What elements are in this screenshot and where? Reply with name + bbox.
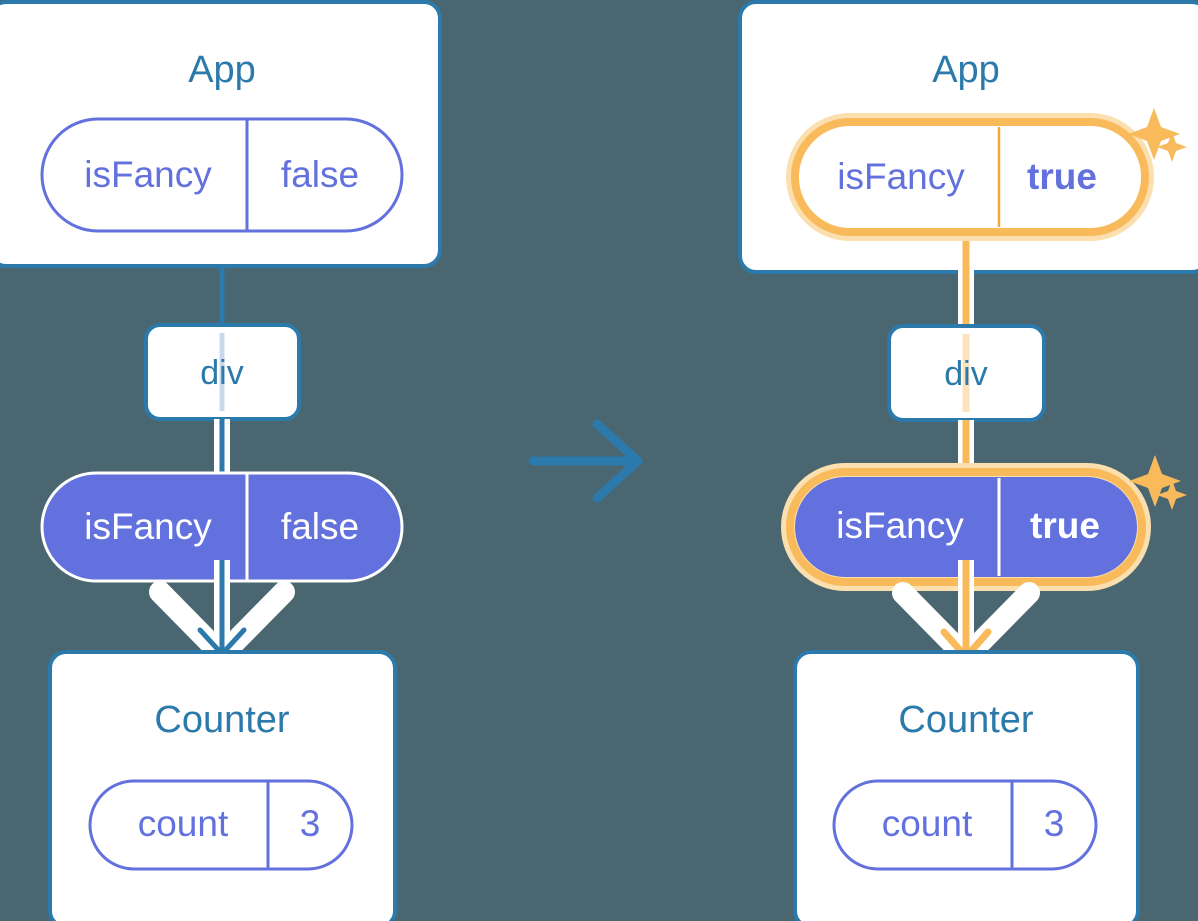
prop-pill-name-after: isFancy — [836, 505, 964, 546]
counter-state-pill-before: count 3 — [88, 779, 354, 871]
div-node-label-after: div — [944, 355, 987, 393]
counter-title-before: Counter — [154, 699, 290, 741]
div-node-label-before: div — [200, 354, 243, 392]
prop-pill-value-after: true — [1030, 505, 1100, 546]
prop-pill-before: isFancy false — [40, 471, 404, 583]
counter-state-pill-value-before: 3 — [300, 803, 321, 844]
sparkle-icon-prop-after — [1129, 455, 1187, 510]
counter-title-after: Counter — [898, 699, 1034, 741]
app-state-pill-value-after: true — [1027, 156, 1097, 197]
app-title-before: App — [188, 49, 256, 91]
highlight-ring-app-after — [791, 118, 1149, 236]
div-node-before: div — [144, 323, 301, 421]
div-node-after: div — [887, 324, 1046, 422]
app-title-after: App — [932, 49, 1000, 91]
counter-state-pill-name-before: count — [138, 803, 229, 844]
app-state-pill-value-before: false — [281, 154, 359, 195]
panel-before: App isFancy false div isFancy false — [0, 0, 442, 921]
counter-state-pill-after: count 3 — [832, 779, 1098, 871]
app-state-pill-before: isFancy false — [40, 117, 404, 233]
sparkle-icon-app-after — [1128, 108, 1187, 162]
counter-state-pill-name-after: count — [882, 803, 973, 844]
counter-state-pill-value-after: 3 — [1044, 803, 1065, 844]
prop-pill-name-before: isFancy — [84, 506, 212, 547]
transition-arrow-icon — [528, 419, 643, 503]
panel-after: App isFancy true div — [738, 0, 1198, 921]
prop-pill-value-before: false — [281, 506, 359, 547]
app-state-pill-after: isFancy true — [786, 113, 1154, 241]
app-state-pill-name-before: isFancy — [84, 154, 212, 195]
app-state-pill-name-after: isFancy — [837, 156, 965, 197]
